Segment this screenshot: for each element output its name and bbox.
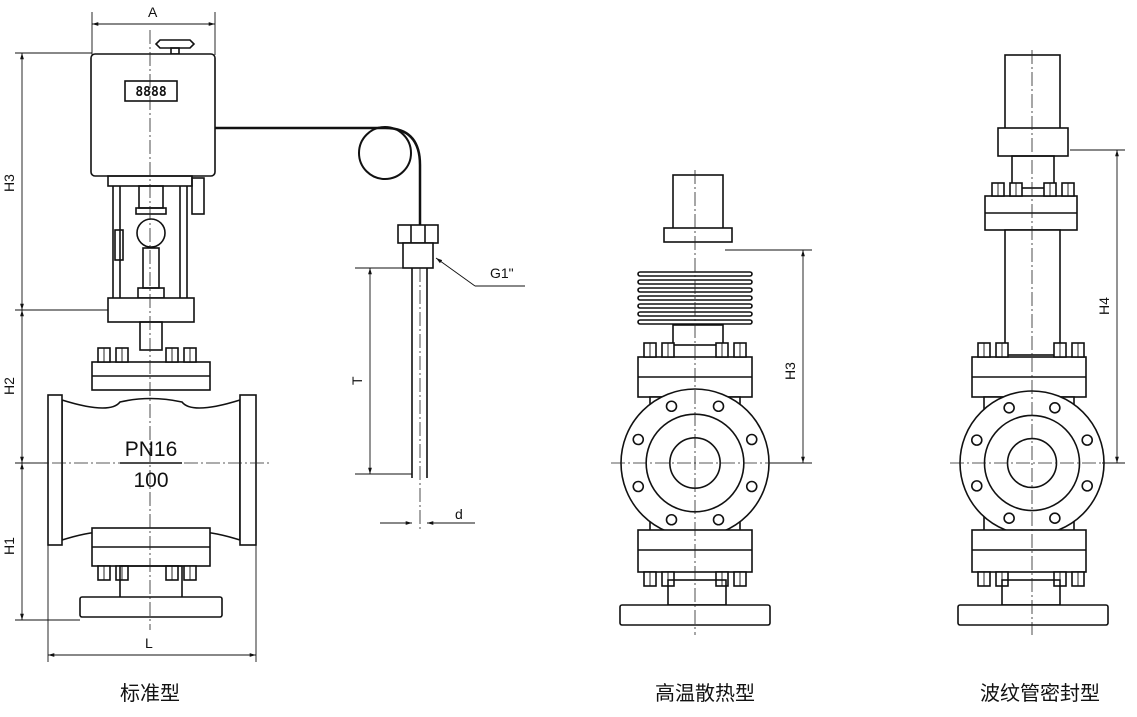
- bolt-hole: [665, 400, 678, 413]
- dim-a-label: A: [148, 4, 158, 20]
- caption-high-temp: 高温散热型: [655, 681, 755, 705]
- bolt-hole: [1049, 512, 1061, 525]
- bolt-hole: [712, 513, 725, 526]
- dim-h4-label: H4: [1096, 297, 1112, 315]
- body-pressure-marking: PN16: [125, 438, 178, 461]
- temperature-sensor: T G1" d: [215, 126, 525, 530]
- dim-h3-label-high-temp: H3: [782, 362, 798, 380]
- bolt-hole: [970, 434, 983, 446]
- bolt-hole: [745, 433, 758, 446]
- handwheel-icon: [154, 39, 196, 49]
- bolt-hole: [745, 480, 758, 493]
- bolt-hole: [1003, 512, 1015, 525]
- bolt-hole: [1003, 401, 1015, 414]
- actuator-housing: [90, 53, 216, 177]
- dim-h3-label: H3: [1, 174, 17, 192]
- bellows-seal-valve: H4 波纹管密封型: [950, 50, 1125, 705]
- dim-l-label: L: [145, 635, 153, 651]
- standard-valve: A H3 H2 H1 L 8888: [1, 4, 270, 705]
- digital-display: 8888: [135, 85, 166, 100]
- thread-label: G1": [490, 265, 514, 281]
- bolt-hole: [1049, 401, 1061, 414]
- bolt-hole: [970, 480, 983, 492]
- dim-h1-label: H1: [1, 537, 17, 555]
- bolt-hole: [1081, 434, 1094, 446]
- dim-t-label: T: [349, 376, 365, 385]
- bolt-hole: [665, 513, 678, 526]
- body-size-marking: 100: [133, 469, 168, 492]
- bolt-hole: [712, 400, 725, 413]
- bolt-hole: [632, 480, 645, 493]
- bolt-hole: [1081, 480, 1094, 492]
- caption-bellows: 波纹管密封型: [980, 681, 1100, 705]
- caption-standard: 标准型: [120, 681, 180, 705]
- bolt-hole: [632, 433, 645, 446]
- high-temp-valve: H3 高温散热型: [611, 170, 812, 705]
- dim-d-label: d: [455, 506, 463, 522]
- dim-h2-label: H2: [1, 377, 17, 395]
